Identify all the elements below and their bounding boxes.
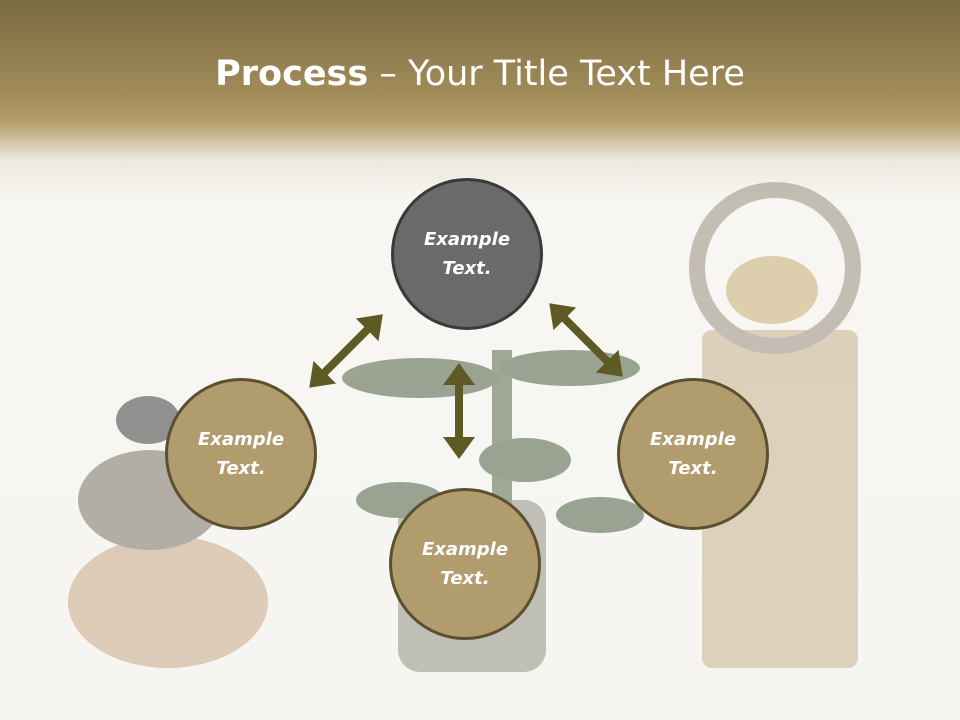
double-arrow-icon: [549, 303, 623, 377]
node-label: Example Text.: [197, 429, 285, 479]
arrows: [309, 303, 623, 459]
process-node-top: Example Text.: [391, 178, 543, 330]
process-node-left: Example Text.: [165, 378, 317, 530]
slide-title: Process – Your Title Text Here: [0, 50, 960, 98]
node-label: Example Text.: [421, 539, 509, 589]
process-node-right: Example Text.: [617, 378, 769, 530]
node-label: Example Text.: [649, 429, 737, 479]
double-arrow-icon: [443, 363, 475, 459]
process-node-bottom: Example Text.: [389, 488, 541, 640]
title-rest: – Your Title Text Here: [368, 54, 745, 94]
node-label: Example Text.: [423, 229, 511, 279]
double-arrow-icon: [309, 314, 383, 388]
title-bold: Process: [215, 54, 369, 94]
